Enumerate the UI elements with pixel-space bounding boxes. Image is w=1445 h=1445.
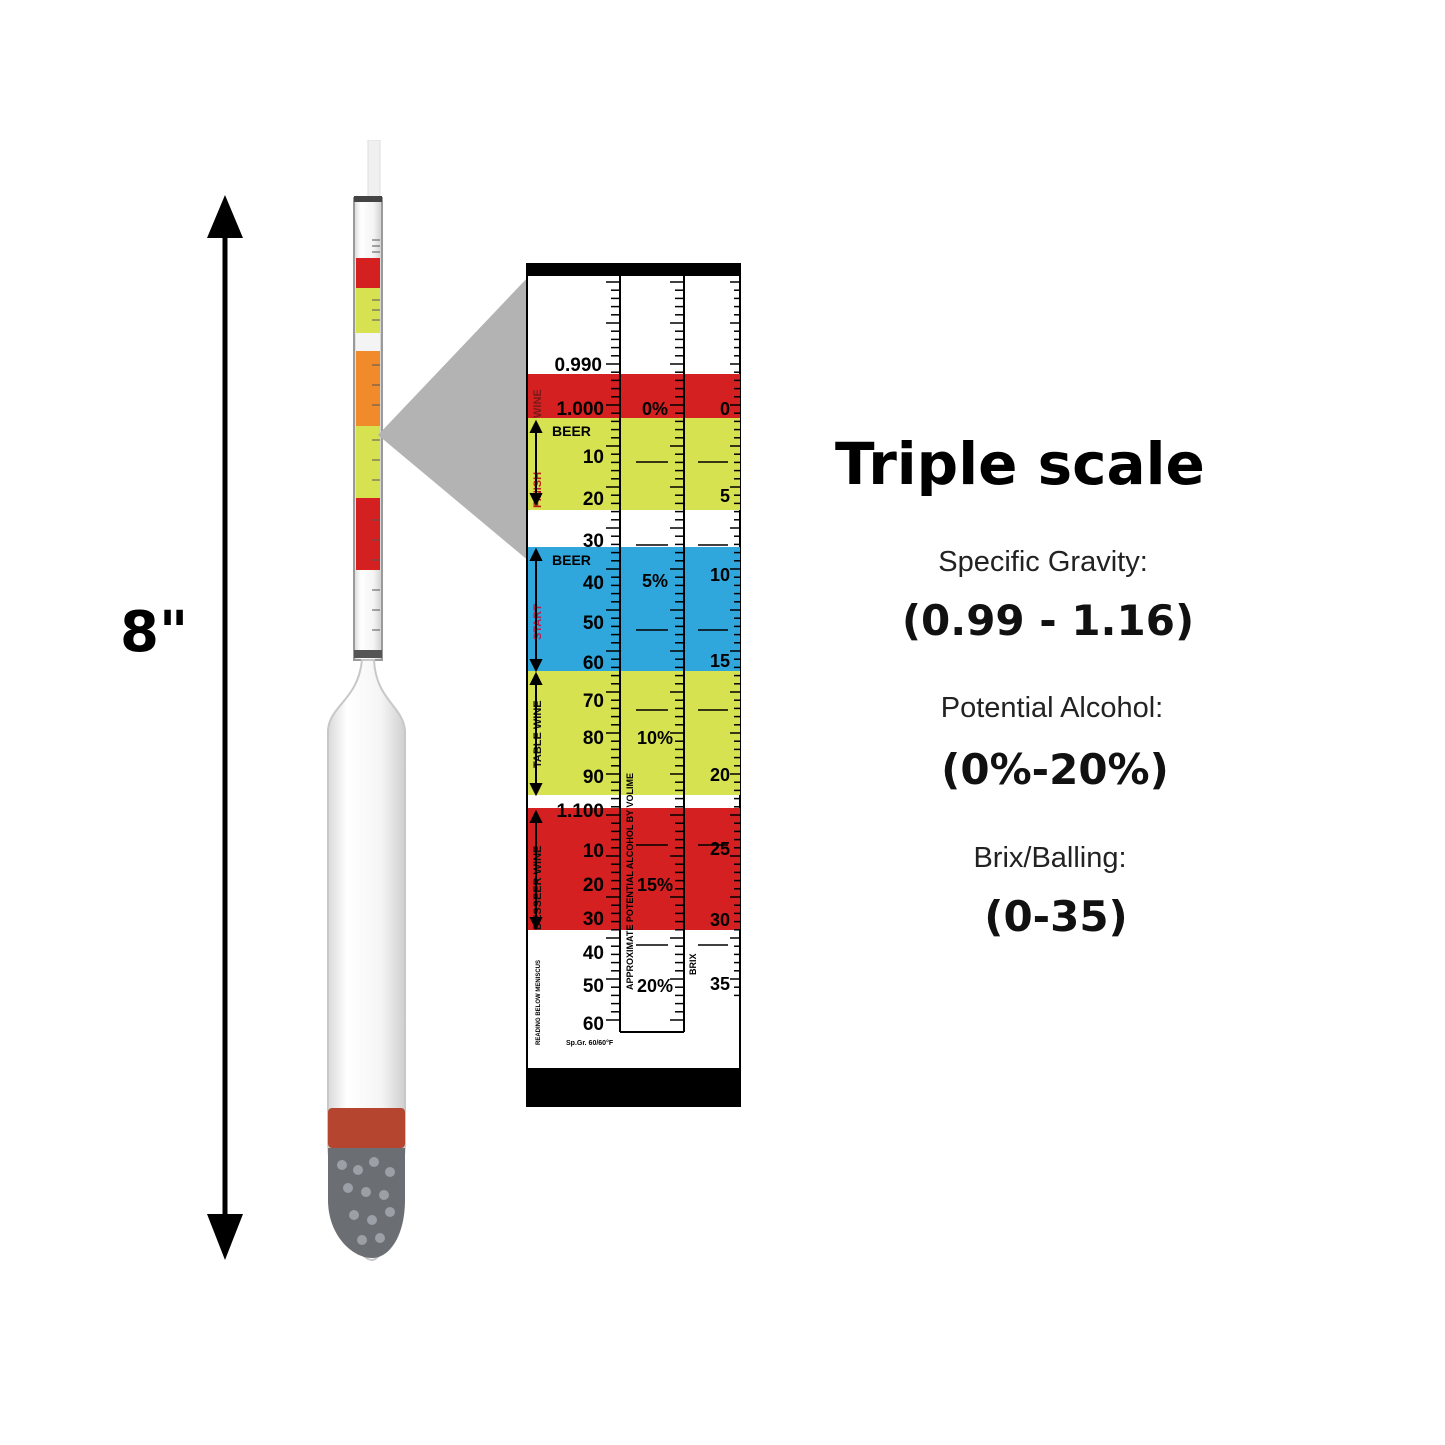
sg-label: 70 <box>583 691 604 712</box>
alcohol-label: 20% <box>637 976 673 996</box>
scale-card: WINE FINISH START TABLE WINE DESSEER WIN… <box>526 263 741 1107</box>
specific-gravity-labels: 1.000 10 20 30 40 50 60 70 80 90 1.100 10 20 30 40 50 60 <box>556 399 604 1035</box>
brix-column-title: BRIX <box>688 953 698 975</box>
sg-label: 30 <box>583 909 604 930</box>
tick-marks <box>606 281 740 1021</box>
beer-label-start: BEER <box>552 552 591 568</box>
height-label: 8" <box>120 600 189 665</box>
zone-label-wine: WINE <box>532 389 544 418</box>
alcohol-labels: 0% 5% 10% 15% 20% <box>637 399 673 996</box>
brix-label: 15 <box>710 651 730 671</box>
zone-label-finish: FINISH <box>532 472 544 508</box>
sg-label: 1.000 <box>556 399 604 420</box>
beer-label-finish: BEER <box>552 423 591 439</box>
spec-label-specific-gravity: Specific Gravity: <box>938 546 1148 578</box>
sg-label: 80 <box>583 728 604 749</box>
spec-value-specific-gravity: (0.99 - 1.16) <box>901 596 1195 645</box>
spec-value-brix: (0-35) <box>984 892 1128 941</box>
zone-label-table-wine: TABLE WINE <box>532 700 544 768</box>
brix-label: 30 <box>710 910 730 930</box>
sg-label: 1.100 <box>556 801 604 822</box>
sg-label: 10 <box>583 447 604 468</box>
callout-wedge <box>378 275 530 562</box>
brix-label: 20 <box>710 765 730 785</box>
alcohol-label: 0% <box>642 399 668 419</box>
height-dimension-arrow <box>207 195 243 1260</box>
title: Triple scale <box>835 430 1205 498</box>
alcohol-label: 10% <box>637 728 673 748</box>
alcohol-label: 5% <box>642 571 668 591</box>
alcohol-column-title: APPROXIMATE POTENTIAL ALCOHOL BY VOLIME <box>625 773 635 990</box>
brix-label: 5 <box>720 486 730 506</box>
sg-label: 20 <box>583 875 604 896</box>
footnote-sg: Sp.Gr. 60/60°F <box>566 1039 614 1047</box>
sg-top-label: 0.990 <box>554 355 602 376</box>
brix-labels: 0 5 10 15 20 25 30 35 <box>710 399 730 994</box>
sg-label: 20 <box>583 489 604 510</box>
alcohol-label: 15% <box>637 875 673 895</box>
brix-label: 10 <box>710 565 730 585</box>
sg-label: 40 <box>583 573 604 594</box>
sg-label: 40 <box>583 943 604 964</box>
hydrometer-image <box>327 140 406 1262</box>
sg-label: 10 <box>583 841 604 862</box>
brix-label: 25 <box>710 839 730 859</box>
sg-label: 30 <box>583 531 604 552</box>
sg-label: 50 <box>583 613 604 634</box>
zone-bands <box>528 374 740 930</box>
footnote-reading: READING BELOW MENISCUS <box>536 960 542 1045</box>
spec-value-potential-alcohol: (0%-20%) <box>941 745 1169 794</box>
sg-label: 90 <box>583 767 604 788</box>
zone-label-start: START <box>532 604 544 640</box>
sg-label: 60 <box>583 1014 604 1035</box>
spec-label-potential-alcohol: Potential Alcohol: <box>940 692 1164 724</box>
sg-label: 60 <box>583 653 604 674</box>
brix-label: 35 <box>710 974 730 994</box>
brix-label: 0 <box>720 399 730 419</box>
sg-label: 50 <box>583 976 604 997</box>
spec-label-brix: Brix/Balling: <box>973 842 1127 874</box>
